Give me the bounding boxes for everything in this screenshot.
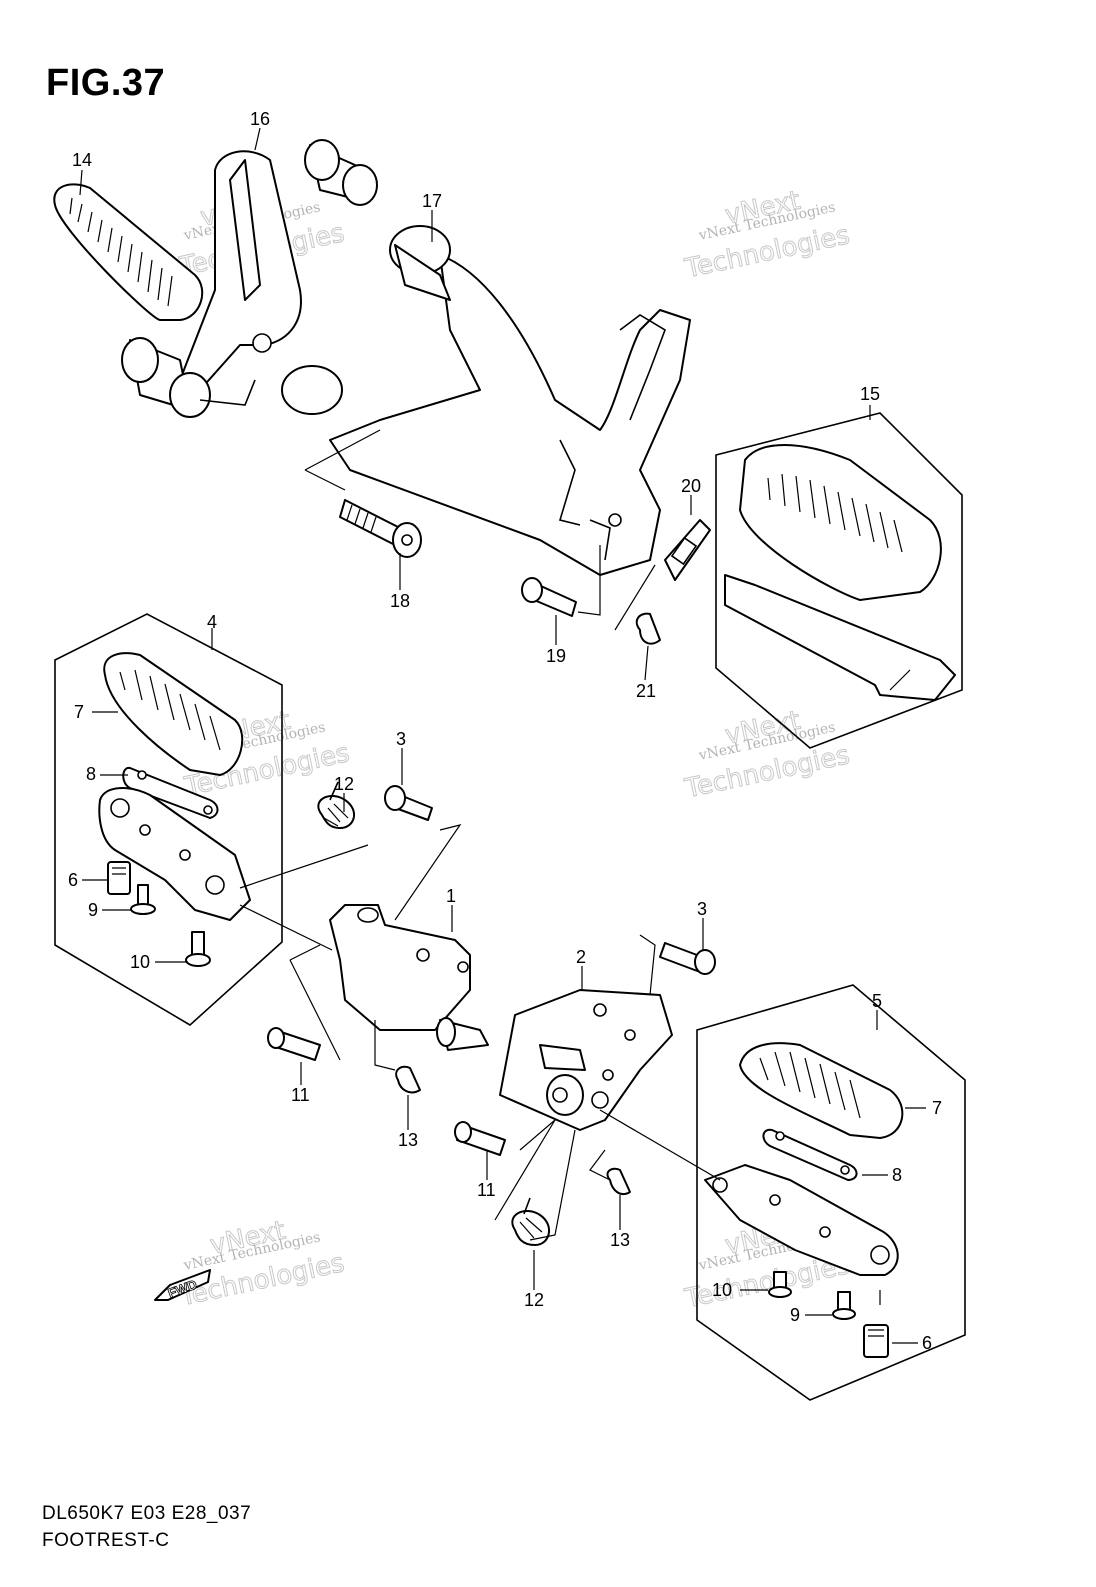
part-12-spring-right (511, 1197, 550, 1246)
callout-14: 14 (72, 150, 92, 170)
callout-11-left: 11 (291, 1085, 310, 1105)
part-13-clip-left (395, 1065, 421, 1094)
part-10-screw-right (768, 1271, 792, 1298)
part-7-footrest-rubber-right (739, 1042, 904, 1139)
part-6-nut-right (863, 1324, 889, 1358)
part-21-clip (635, 612, 661, 645)
part-3-bolt-lower (659, 942, 716, 975)
callout-21: 21 (636, 681, 656, 701)
part-6-nut-left (107, 861, 131, 895)
callout-2: 2 (576, 947, 586, 967)
assembly-lines-middle (239, 824, 881, 1305)
callout-10-left: 10 (130, 952, 150, 972)
part-14-footrest-rubber (53, 183, 204, 321)
callout-9-right: 9 (790, 1305, 800, 1325)
part-20-washer (664, 519, 711, 581)
footrest-bracket-left (98, 787, 251, 921)
part-2-pillion-bracket (499, 989, 673, 1131)
part-8-plate-left (122, 766, 219, 819)
part-18-bolt (339, 499, 422, 558)
callout-11-right: 11 (477, 1180, 496, 1200)
part-9-screw-left (130, 884, 156, 915)
watermark-top-right: vNext vNext Technologies Technologies (681, 185, 853, 285)
figure-name-label: FOOTREST-C (42, 1530, 170, 1551)
callout-8-left: 8 (86, 764, 96, 784)
callout-18: 18 (390, 591, 410, 611)
callout-13-left: 13 (398, 1130, 418, 1150)
callout-19: 19 (546, 646, 566, 666)
part-11-pin-left (267, 1027, 321, 1061)
part-5-kit-box (696, 984, 966, 1401)
part-17-main-bracket (281, 225, 691, 576)
part-12-spring-left (317, 781, 355, 829)
callout-6-left: 6 (68, 870, 78, 890)
part-9-screw-right (832, 1291, 856, 1320)
callout-leaders (79, 127, 926, 1344)
model-code-label: DL650K7 E03 E28_037 (42, 1503, 252, 1524)
callout-7-left: 7 (74, 702, 84, 722)
callout-3-lower: 3 (697, 899, 707, 919)
callout-16: 16 (250, 109, 270, 129)
part-11-pin-right (454, 1121, 506, 1156)
callout-9-left: 9 (88, 900, 98, 920)
callout-4: 4 (207, 612, 217, 632)
part-19-pin (521, 577, 577, 617)
watermark-mid-right: vNext vNext Technologies Technologies (681, 705, 853, 805)
callout-numbers: 14 16 17 15 20 18 19 21 4 7 8 6 9 10 3 1… (68, 109, 942, 1353)
part-13-clip-right (606, 1167, 631, 1196)
assembly-lines-top (304, 429, 656, 631)
part-3-bolt-upper (384, 785, 433, 821)
callout-10-right: 10 (712, 1280, 732, 1300)
footrest-bracket-right (704, 1164, 899, 1276)
part-1-rider-bracket (329, 904, 489, 1051)
callout-1: 1 (446, 886, 456, 906)
callout-8-right: 8 (892, 1165, 902, 1185)
part-7-footrest-rubber-left (103, 652, 244, 776)
callout-12-left: 12 (334, 774, 354, 794)
watermark-bottom-left: vNext vNext Technologies Technologies (176, 1215, 348, 1313)
callout-5: 5 (872, 991, 882, 1011)
callout-20: 20 (681, 476, 701, 496)
callout-15: 15 (860, 384, 880, 404)
part-16-step-bracket (121, 139, 378, 418)
callout-3-upper: 3 (396, 729, 406, 749)
callout-17: 17 (422, 191, 442, 211)
part-10-screw-left (185, 931, 211, 967)
figure-title: FIG.37 (46, 62, 166, 104)
part-4-kit-box (54, 613, 283, 1026)
callout-12-right: 12 (524, 1290, 544, 1310)
callout-7-right: 7 (932, 1098, 942, 1118)
part-8-plate-right (762, 1128, 858, 1181)
callout-6-right: 6 (922, 1333, 932, 1353)
callout-13-right: 13 (610, 1230, 630, 1250)
part-15-kit-box (715, 412, 963, 749)
